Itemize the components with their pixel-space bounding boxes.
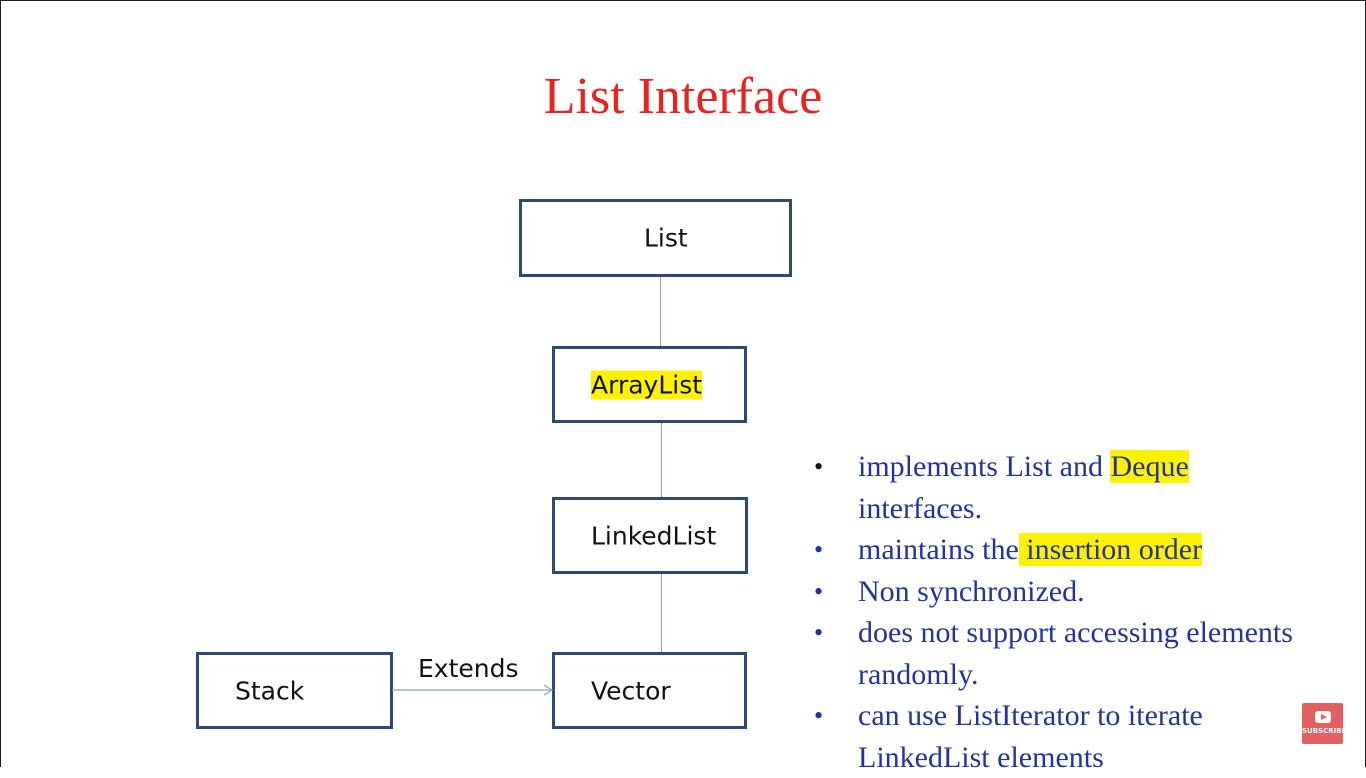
connector-line (661, 423, 662, 497)
list-node-label: List (644, 223, 688, 253)
connector-line (660, 277, 661, 346)
list-item: • Non synchronized. (812, 571, 1362, 613)
linkedlist-node-label: LinkedList (591, 521, 717, 550)
list-item: • can use ListIterator to iterate Linked… (812, 695, 1362, 778)
linkedlist-features-list: • implements List and Deque interfaces. … (812, 446, 1362, 778)
list-item: • maintains the insertion order (812, 529, 1362, 571)
connector-line (661, 574, 662, 652)
arraylist-node-label: ArrayList (591, 370, 703, 399)
slide-title: List Interface (543, 68, 823, 125)
arraylist-node: ArrayList (552, 346, 747, 423)
extends-label: Extends (418, 654, 519, 683)
linkedlist-node: LinkedList (552, 497, 748, 574)
vector-node: Vector (552, 652, 747, 729)
list-item: • does not support accessing elements ra… (812, 612, 1362, 695)
subscribe-label: SUBSCRIBE (1302, 727, 1347, 735)
stack-node-label: Stack (235, 676, 305, 705)
subscribe-button[interactable]: SUBSCRIBE (1302, 703, 1347, 744)
youtube-play-icon (1315, 711, 1331, 723)
extends-arrow (392, 684, 554, 696)
bullet-dot-icon: • (814, 452, 824, 481)
list-node: List (519, 199, 792, 277)
bullet-dot-icon: • (814, 701, 824, 730)
list-item: • implements List and Deque interfaces. (812, 446, 1362, 529)
vector-node-label: Vector (591, 676, 671, 705)
stack-node: Stack (196, 652, 393, 729)
bullet-dot-icon: • (814, 535, 824, 564)
bullet-dot-icon: • (814, 618, 824, 647)
bullet-dot-icon: • (814, 576, 824, 606)
